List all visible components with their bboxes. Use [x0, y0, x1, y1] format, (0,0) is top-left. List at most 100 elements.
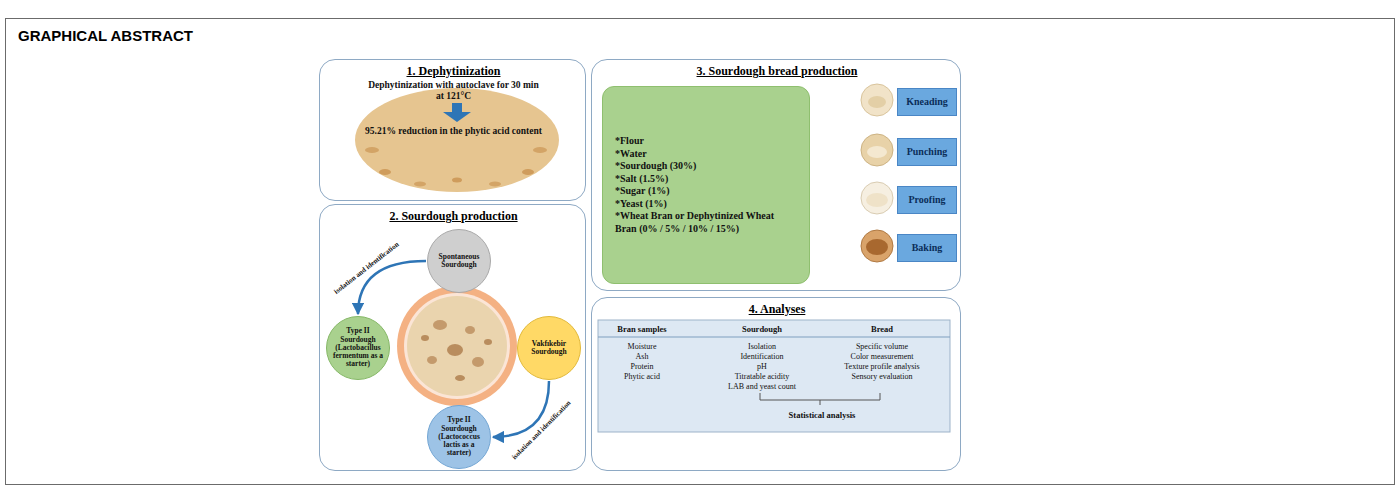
ingredient-item: *Sugar (1%): [615, 185, 797, 198]
sourdough-circle: Type II Sourdough (Lactobacillus ferment…: [326, 316, 390, 380]
bubble: [433, 320, 447, 330]
header-rule: [598, 337, 950, 338]
step-name: Kneading: [906, 96, 948, 108]
punching-photo: [861, 134, 893, 166]
bran-flake: [414, 182, 426, 187]
result-note: 95.21% reduction in the phytic acid cont…: [365, 126, 542, 137]
abstract-frame: GRAPHICAL ABSTRACT 1. DephytinizationDeph…: [5, 18, 1395, 485]
table-note: Statistical analysis: [732, 410, 912, 420]
table-cell: Specific volume: [837, 342, 927, 352]
section-title: 4. Analyses: [592, 302, 962, 316]
arrow-shaft: [452, 103, 462, 112]
ingredient-item: *Water: [615, 148, 797, 161]
section-panel: 3. Sourdough bread production *Flour*Wate…: [591, 59, 961, 291]
bubble: [427, 356, 437, 364]
statistics-bracket: [760, 393, 880, 405]
table-cell: Moisture: [592, 342, 692, 352]
ingredient-item: *Sourdough (30%): [615, 160, 797, 173]
section-panel: 4. AnalysesBran samplesMoistureAshProtei…: [591, 297, 961, 471]
process-step: Kneading: [897, 88, 957, 116]
bran-flake: [533, 147, 547, 153]
section-title: 3. Sourdough bread production: [592, 64, 962, 78]
bran-pile-base: [355, 88, 559, 192]
process-step: Punching: [897, 138, 957, 166]
bran-flake: [379, 169, 391, 175]
down-arrow: [443, 103, 471, 122]
section-title: 1. Dephytinization: [320, 64, 587, 78]
sourdough-circle: Type II Sourdough (Lactococcus lactis as…: [427, 405, 491, 469]
bran-pile: [355, 88, 559, 192]
process-step: Proofing: [897, 186, 957, 214]
process-note: Dephytinization with autoclave for 30 mi…: [365, 80, 542, 103]
table-cell: Color measurement: [837, 352, 927, 362]
bubble: [447, 344, 463, 356]
bread-loaf: [866, 239, 888, 255]
sourdough-circle: Vakfıkebir Sourdough: [517, 316, 581, 380]
text-group: Type II Sourdough (Lactobacillus ferment…: [330, 327, 386, 368]
kneading-photo: [861, 84, 893, 116]
bubble: [421, 335, 429, 341]
dough-shape: [867, 146, 887, 158]
text-group: Kneading: [906, 96, 948, 108]
table-cell: LAB and yeast count: [707, 382, 817, 392]
dough-shape: [866, 193, 888, 207]
column-header: Sourdough: [707, 324, 817, 334]
bran-flake: [489, 182, 501, 187]
section-panel: 1. DephytinizationDephytinization with a…: [319, 59, 586, 201]
table-cell: Identification: [707, 352, 817, 362]
ingredient-item: *Flour: [615, 135, 797, 148]
sourdough-circle: Spontaneous Sourdough: [427, 229, 491, 293]
ingredient-box: *Flour*Water*Sourdough (30%)*Salt (1.5%)…: [602, 86, 810, 284]
text-group: Punching: [907, 146, 948, 158]
step-name: Proofing: [908, 194, 945, 206]
photo-ring: [397, 286, 517, 406]
ingredient-item: *Yeast (1%): [615, 198, 797, 211]
column-header: Bread: [837, 324, 927, 334]
bran-flake: [452, 178, 462, 183]
edge-label: isolation and identification: [333, 240, 402, 296]
bubble: [484, 339, 492, 345]
step-name: Baking: [912, 242, 943, 254]
table-cell: Isolation: [707, 342, 817, 352]
table-cell: Phytic acid: [592, 372, 692, 382]
bubble: [472, 357, 484, 367]
text-group: Baking: [912, 242, 943, 254]
table-cell: Ash: [592, 352, 692, 362]
sourdough-surface: [407, 296, 507, 396]
column-header: Bran samples: [592, 324, 692, 334]
bubble: [465, 326, 475, 334]
table-cell: Texture profile analysis: [837, 362, 927, 372]
process-step: Baking: [897, 234, 957, 262]
baking-photo: [861, 230, 893, 262]
edge-label: isolation and identification: [511, 399, 574, 462]
text-group: Spontaneous Sourdough: [431, 253, 487, 270]
text-group: Type II Sourdough (Lactococcus lactis as…: [431, 416, 487, 457]
text-group: Proofing: [908, 194, 945, 206]
table-cell: Sensory evaluation: [837, 372, 927, 382]
bubble: [455, 375, 465, 381]
arrow-head: [443, 112, 471, 122]
table-cell: Titratable acidity: [707, 372, 817, 382]
table-cell: pH: [707, 362, 817, 372]
text-group: *Flour*Water*Sourdough (30%)*Salt (1.5%)…: [603, 135, 809, 235]
section-title: 2. Sourdough production: [320, 209, 587, 223]
bran-flake: [522, 169, 534, 175]
sourdough-name: Vakfıkebir Sourdough: [521, 340, 577, 357]
sourdough-name: Type II Sourdough (Lactococcus lactis as…: [431, 416, 487, 457]
step-photos: [861, 84, 893, 262]
ingredient-item: *Salt (1.5%): [615, 173, 797, 186]
ingredient-item: *Wheat Bran or Dephytinized Wheat Bran (…: [615, 210, 797, 235]
proofing-photo: [861, 182, 893, 214]
sourdough-photo: [397, 286, 517, 406]
table-cell: Protein: [592, 362, 692, 372]
text-group: Vakfıkebir Sourdough: [521, 340, 577, 357]
sourdough-name: Type II Sourdough (Lactobacillus ferment…: [330, 327, 386, 368]
section-panel: 2. Sourdough productionSpontaneous Sourd…: [319, 204, 586, 471]
dough-shape: [868, 96, 886, 108]
photo-ring-inner: [404, 293, 510, 399]
abstract-heading: GRAPHICAL ABSTRACT: [18, 27, 193, 44]
sourdough-name: Spontaneous Sourdough: [431, 253, 487, 270]
step-name: Punching: [907, 146, 948, 158]
bran-flake: [365, 147, 379, 153]
